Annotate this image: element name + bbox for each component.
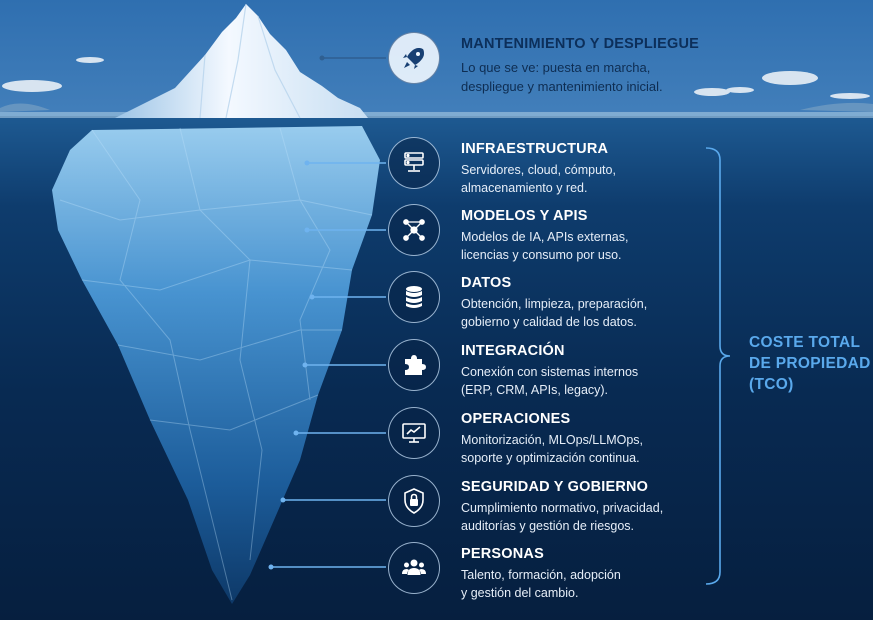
item-title: DATOS bbox=[461, 275, 512, 291]
item-desc-line2: auditorías y gestión de riesgos. bbox=[461, 519, 635, 533]
item-title: INTEGRACIÓN bbox=[461, 343, 565, 359]
item-desc-line1: Conexión con sistemas internos bbox=[461, 365, 639, 379]
item-desc-line1: Obtención, limpieza, preparación, bbox=[461, 297, 648, 311]
item-title: MODELOS Y APIS bbox=[461, 208, 588, 224]
item-desc-line2: despliegue y mantenimiento inicial. bbox=[461, 79, 663, 94]
item-desc-line2: gobierno y calidad de los datos. bbox=[461, 315, 637, 329]
tco-line3: (TCO) bbox=[749, 376, 794, 393]
tco-line1: COSTE TOTAL bbox=[749, 334, 861, 351]
item-desc-line1: Monitorización, MLOps/LLMOps, bbox=[461, 433, 644, 447]
monitor-chart-icon bbox=[388, 407, 440, 459]
item-desc-line2: soporte y optimización continua. bbox=[461, 451, 640, 465]
clouds bbox=[2, 57, 870, 99]
tco-label: COSTE TOTAL DE PROPIEDAD (TCO) bbox=[749, 332, 871, 395]
item-title: OPERACIONES bbox=[461, 411, 571, 427]
item-desc-line2: almacenamiento y red. bbox=[461, 181, 588, 195]
item-desc-line2: y gestión del cambio. bbox=[461, 586, 579, 600]
item-title: SEGURIDAD Y GOBIERNO bbox=[461, 479, 649, 495]
waterline bbox=[0, 112, 873, 118]
puzzle-icon bbox=[388, 339, 440, 391]
item-desc-line1: Talento, formación, adopción bbox=[461, 568, 621, 582]
people-icon bbox=[388, 542, 440, 594]
rocket-icon bbox=[388, 32, 440, 84]
database-icon bbox=[388, 271, 440, 323]
network-icon bbox=[388, 204, 440, 256]
connector-dots bbox=[268, 55, 325, 570]
item-desc-line2: (ERP, CRM, APIs, legacy). bbox=[461, 383, 609, 397]
tco-line2: DE PROPIEDAD bbox=[749, 355, 871, 372]
item-desc-line1: Cumplimiento normativo, privacidad, bbox=[461, 501, 664, 515]
item-desc-line1: Servidores, cloud, cómputo, bbox=[461, 163, 616, 177]
iceberg-underwater bbox=[52, 126, 380, 604]
item-title: PERSONAS bbox=[461, 546, 544, 562]
server-icon bbox=[388, 137, 440, 189]
tco-bracket bbox=[705, 147, 731, 585]
item-title: MANTENIMIENTO Y DESPLIEGUE bbox=[461, 36, 700, 52]
connector-lines bbox=[271, 57, 386, 568]
lock-shield-icon bbox=[388, 475, 440, 527]
item-title: INFRAESTRUCTURA bbox=[461, 141, 609, 157]
item-desc-line1: Lo que se ve: puesta en marcha, bbox=[461, 60, 651, 75]
iceberg-peak bbox=[115, 4, 368, 118]
item-desc-line2: licencias y consumo por uso. bbox=[461, 248, 622, 262]
item-desc-line1: Modelos de IA, APIs externas, bbox=[461, 230, 629, 244]
